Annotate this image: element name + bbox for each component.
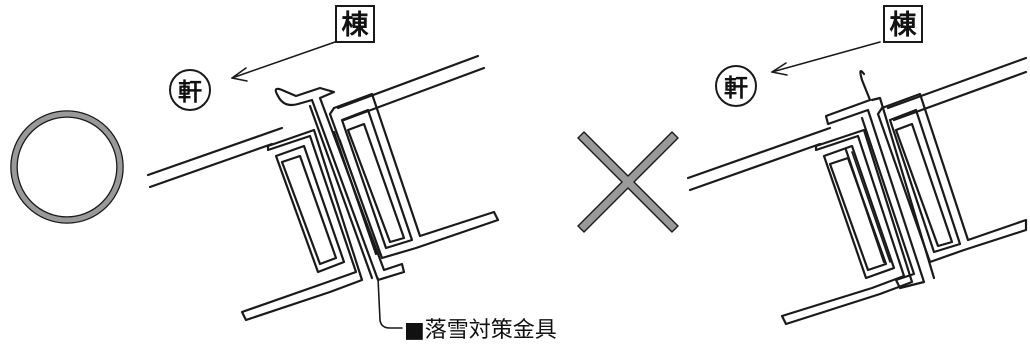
incorrect-mark-icon: [577, 131, 679, 233]
eaves-label-2: 軒: [724, 74, 748, 102]
correct-mark-icon: [10, 110, 124, 224]
eaves-label: 軒: [178, 78, 202, 106]
ridge-label-box-2: 棟: [883, 5, 923, 43]
roof-panel-left: [146, 126, 284, 189]
incorrect-installation-panel: 棟 軒: [577, 5, 1028, 326]
eaves-label-circle: 軒: [169, 69, 211, 111]
ridge-label: 棟: [342, 10, 370, 41]
part-leader-line: [377, 277, 403, 329]
correct-mark-fill: [11, 111, 123, 223]
snow-guard-bracket: [274, 86, 406, 282]
ridge-label-2: 棟: [890, 10, 918, 41]
roof-panel-right: [336, 54, 486, 122]
roof-panel-left-2: [686, 126, 832, 192]
ridge-label-box: 棟: [335, 5, 375, 43]
correct-installation-panel: 棟 軒: [10, 5, 557, 343]
left-purlin-profile-2: [780, 128, 914, 326]
snow-guard-bracket-2: [824, 69, 936, 290]
eaves-label-circle-2: 軒: [715, 65, 757, 107]
slope-direction-arrow: [231, 41, 336, 82]
slope-direction-arrow-2: [771, 41, 881, 76]
part-name-label: ■落雪対策金具: [404, 318, 557, 343]
right-purlin-profile-2: [876, 92, 1028, 264]
left-purlin-profile: [240, 128, 364, 322]
roof-panel-right-2: [886, 56, 1028, 122]
